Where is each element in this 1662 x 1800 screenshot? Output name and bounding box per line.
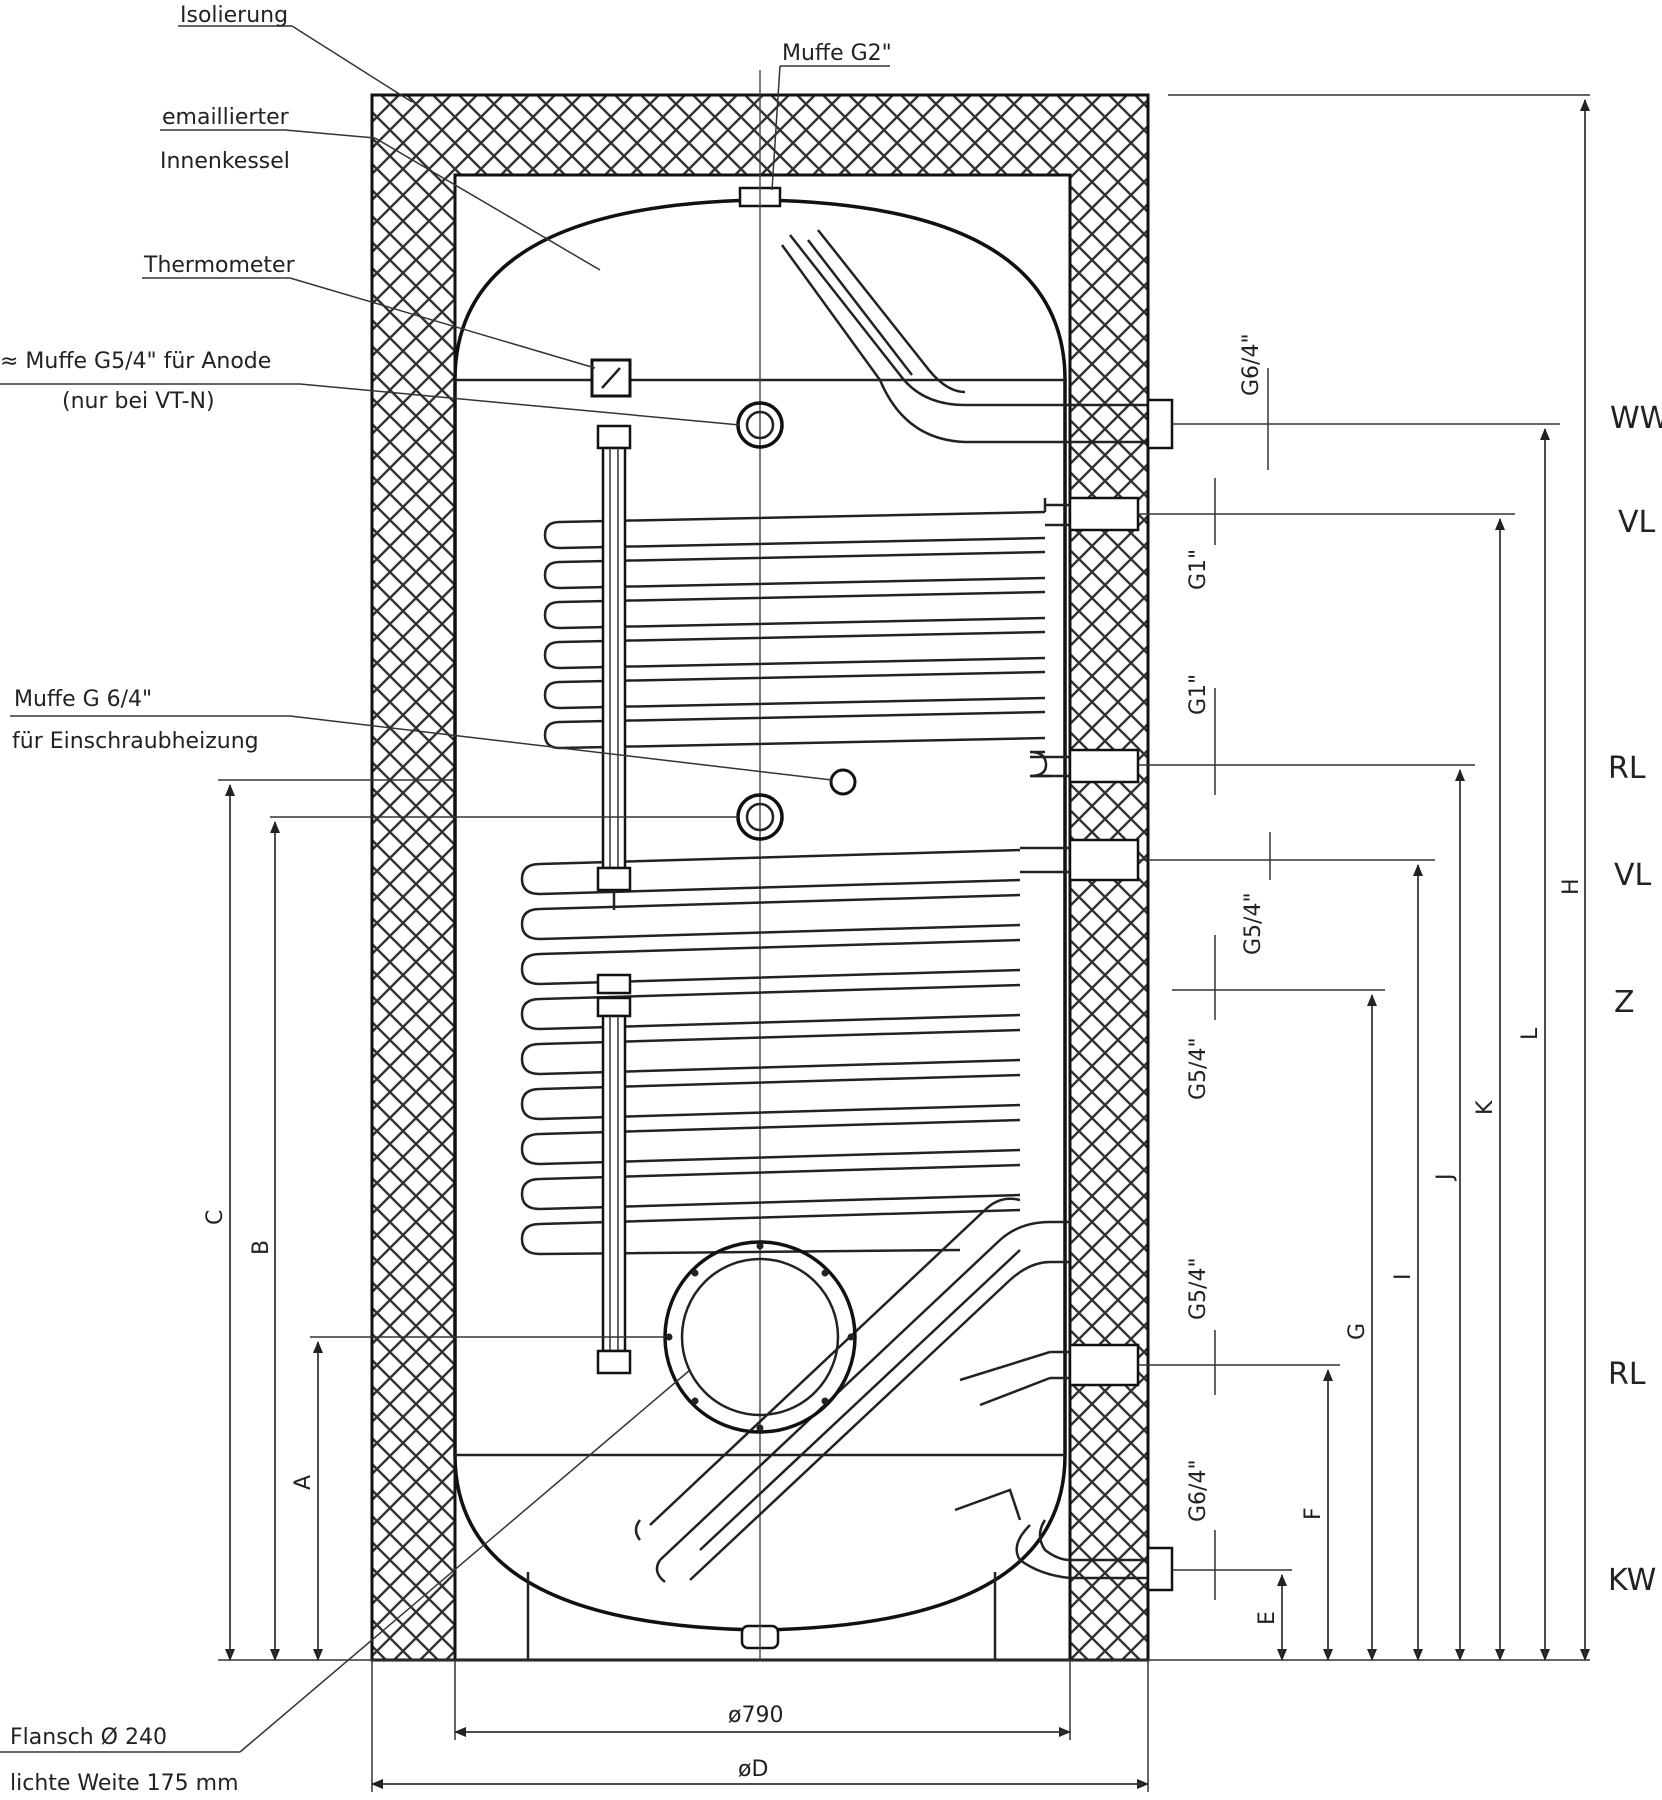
thermometer-icon: [590, 358, 632, 398]
dim-g: G: [1345, 1323, 1370, 1340]
dim-e: E: [1255, 1611, 1280, 1625]
thread-vl-lower: G5/4": [1241, 892, 1266, 955]
thread-vl-upper: G1": [1186, 549, 1211, 590]
thread-rl-upper: G1": [1186, 674, 1211, 715]
dim-l: L: [1518, 1027, 1543, 1040]
connection-kw: KW: [1608, 1563, 1656, 1598]
label-innenkessel: Innenkessel: [160, 149, 290, 174]
label-lichte-weite: lichte Weite 175 mm: [10, 1771, 239, 1796]
label-muffe-g2: Muffe G2": [782, 41, 892, 66]
connection-rl-lower: RL: [1608, 1357, 1646, 1392]
dim-b: B: [249, 1240, 274, 1255]
leader-lines: [0, 25, 890, 1753]
label-emaillierter: emaillierter: [162, 105, 290, 130]
thread-ww: G6/4": [1239, 333, 1264, 396]
thread-kw: G6/4": [1186, 1459, 1211, 1522]
connection-vl-lower: VL: [1614, 858, 1652, 893]
heater-socket: [829, 768, 857, 796]
warm-water-pipe: [780, 229, 1174, 450]
thread-rl-lower: G5/4": [1186, 1257, 1211, 1320]
connection-rl-upper: RL: [1608, 751, 1646, 786]
cold-water-inlet: [954, 1488, 1174, 1592]
dim-d790: ø790: [728, 1703, 783, 1728]
label-nur-vtni: (nur bei VT-N): [62, 389, 215, 414]
lower-heating-coil: [520, 838, 1140, 1256]
dim-k: K: [1473, 1100, 1498, 1115]
dimension-lines: [218, 94, 1590, 1792]
anode-upper: [596, 424, 632, 910]
label-einschraubheizung: für Einschraubheizung: [12, 729, 259, 754]
anode-lower: [596, 973, 632, 1375]
connection-ww: WW: [1610, 401, 1662, 436]
connection-vl-upper: VL: [1618, 505, 1656, 540]
label-flansch: Flansch Ø 240: [10, 1725, 167, 1750]
dim-dD: øD: [738, 1757, 768, 1782]
dim-j: J: [1433, 1174, 1458, 1183]
dim-i: I: [1391, 1274, 1416, 1281]
label-isolierung: Isolierung: [180, 3, 288, 28]
thread-z: G5/4": [1186, 1037, 1211, 1100]
dim-c: C: [203, 1210, 228, 1225]
dim-a: A: [291, 1475, 316, 1490]
dim-f: F: [1301, 1507, 1326, 1520]
connection-z: Z: [1614, 985, 1635, 1020]
label-thermometer: Thermometer: [143, 253, 296, 278]
dim-h: H: [1559, 878, 1584, 895]
label-muffe-anode: ≈ Muffe G5/4" für Anode: [0, 349, 271, 374]
label-muffe-g64: Muffe G 6/4": [14, 687, 152, 712]
upper-heating-coil: [543, 496, 1140, 784]
